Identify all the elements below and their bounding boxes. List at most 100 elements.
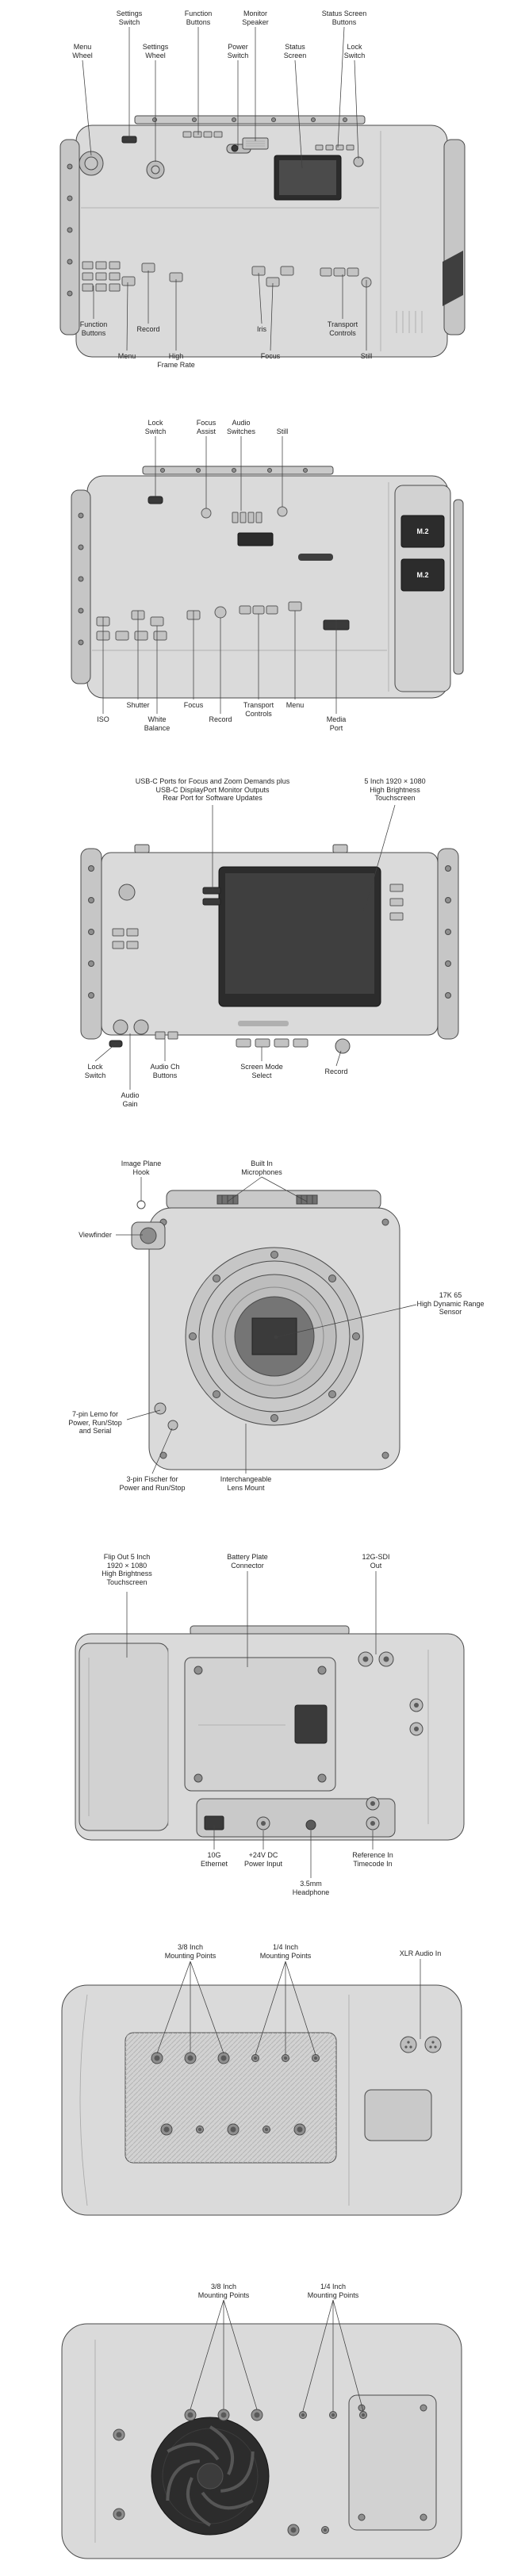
label-still: Still: [276, 427, 289, 435]
handle-recess: [364, 2089, 432, 2141]
fan-hub: [197, 2463, 224, 2490]
leader-lines-side-c: [126, 1571, 377, 1878]
label-dc-power: +24V DC Power Input: [243, 1851, 283, 1868]
illustration-side-c: [75, 1571, 465, 1878]
label-audio-switches: Audio Switches: [226, 419, 256, 435]
left-rail: [59, 139, 80, 335]
media-door-handle: [443, 251, 463, 306]
label-record: Record: [324, 1068, 348, 1075]
label-transport-controls: Transport Controls: [243, 701, 274, 718]
audio-gain-knob-1: [113, 1019, 128, 1035]
screen-mode-button-1: [236, 1038, 251, 1048]
right-rail: [443, 139, 466, 335]
label-ref-timecode: Reference In Timecode In: [352, 1851, 393, 1868]
camera-side-a: [59, 115, 466, 358]
xlr-audio-in-1: [400, 2036, 417, 2053]
rear-knob: [118, 884, 136, 901]
label-screen-mode-select: Screen Mode Select: [240, 1063, 283, 1079]
label-headphone: 3.5mm Headphone: [292, 1880, 330, 1896]
label-transport-controls: Transport Controls: [327, 320, 358, 337]
label-lock-switch: Lock Switch: [343, 43, 366, 59]
illustration-rear: [80, 804, 459, 1090]
view-side-c: Flip Out 5 Inch 1920 × 1080 High Brightn…: [0, 1547, 525, 1939]
label-battery-plate: Battery Plate Connector: [227, 1553, 268, 1570]
label-menu-wheel: Menu Wheel: [72, 43, 93, 59]
camera-side-b: M.2 M.2: [71, 466, 464, 699]
hook-left: [134, 844, 150, 853]
label-viewfinder: Viewfinder: [79, 1231, 112, 1239]
label-power-switch: Power Switch: [227, 43, 249, 59]
m2-media-module-2: [400, 558, 445, 592]
white-balance-button: [150, 616, 164, 627]
screen-mode-button-2: [255, 1038, 270, 1048]
leader-lines-side-b: [102, 436, 337, 714]
m2-media-module-1: [400, 515, 445, 548]
right-rail: [453, 499, 464, 675]
function-buttons-grid: [82, 283, 94, 292]
still-button: [277, 506, 288, 517]
audio-ch-button-1: [155, 1031, 166, 1040]
leader-lines-front: [116, 1176, 417, 1474]
label-menu: Menu: [285, 701, 305, 709]
label-usb-ports: USB-C Ports for Focus and Zoom Demands p…: [135, 777, 290, 803]
label-flip-out-screen: Flip Out 5 Inch 1920 × 1080 High Brightn…: [102, 1553, 152, 1586]
illustration-front: [116, 1176, 417, 1474]
camera-bottom: [61, 2323, 462, 2559]
view-bottom: 3/8 Inch Mounting Points 1/4 Inch Mounti…: [0, 2276, 525, 2576]
view-front: Image Plane Hook Built In Microphones Vi…: [0, 1146, 525, 1547]
view-side-b: M.2 M.2: [0, 412, 525, 777]
label-lock-switch: Lock Switch: [144, 419, 167, 435]
label-high-frame-rate: High Frame Rate: [157, 352, 195, 369]
label-mount-1-4: 1/4 Inch Mounting Points: [307, 2283, 359, 2299]
leader-lines-top: [156, 1959, 421, 2056]
label-settings-wheel: Settings Wheel: [142, 43, 169, 59]
transport-controls: [239, 605, 251, 615]
battery-plate-connector: [294, 1704, 328, 1744]
audio-switches: [232, 512, 239, 523]
view-top: 3/8 Inch Mounting Points 1/4 Inch Mounti…: [0, 1939, 525, 2276]
label-media-port: Media Port: [326, 715, 347, 732]
label-menu: Menu: [117, 352, 136, 360]
usb-c-port-2: [202, 898, 221, 906]
lock-switch: [148, 496, 163, 504]
label-focus-assist: Focus Assist: [196, 419, 217, 435]
battery-plate: [184, 1657, 336, 1792]
brand-logo: [298, 554, 333, 561]
function-button: [182, 131, 192, 138]
label-fischer-3pin: 3-pin Fischer for Power and Run/Stop: [119, 1475, 186, 1492]
brand-logo: [238, 1021, 289, 1026]
left-rail: [80, 848, 102, 1040]
label-touchscreen: 5 Inch 1920 × 1080 High Brightness Touch…: [364, 777, 426, 803]
label-record: Record: [136, 325, 160, 333]
status-screen-button: [315, 144, 324, 151]
screen-mode-button-4: [293, 1038, 308, 1048]
record-button: [214, 606, 227, 619]
label-built-in-microphones: Built In Microphones: [241, 1160, 282, 1176]
label-mount-1-4: 1/4 Inch Mounting Points: [259, 1943, 312, 1960]
label-image-plane-hook: Image Plane Hook: [121, 1160, 162, 1176]
label-audio-gain: Audio Gain: [121, 1091, 140, 1108]
label-xlr-audio-in: XLR Audio In: [399, 1949, 442, 1957]
m2-badge-1: M.2: [416, 527, 428, 535]
audio-ch-button-2: [167, 1031, 178, 1040]
right-rail: [437, 848, 459, 1040]
image-plane-hook: [136, 1200, 146, 1209]
flip-out-screen: [79, 1643, 169, 1831]
menu-button: [121, 276, 136, 286]
illustration-side-b: M.2 M.2: [71, 436, 464, 714]
label-iso: ISO: [97, 715, 109, 723]
m2-badge-2: M.2: [416, 571, 428, 579]
label-function-buttons-top: Function Buttons: [184, 10, 213, 26]
illustration-bottom: [61, 2299, 462, 2559]
label-lock-switch: Lock Switch: [84, 1063, 106, 1079]
camera-front: [131, 1190, 400, 1470]
view-side-a: Settings Switch Function Buttons Monitor…: [0, 0, 525, 397]
leader-lines-side-a: [82, 26, 367, 351]
fan-blades: [166, 2425, 255, 2527]
touchscreen: [225, 873, 374, 994]
camera-body: [86, 475, 449, 699]
label-iris: Iris: [257, 325, 266, 333]
hook-right: [332, 844, 348, 853]
camera-rear: [80, 844, 459, 1054]
